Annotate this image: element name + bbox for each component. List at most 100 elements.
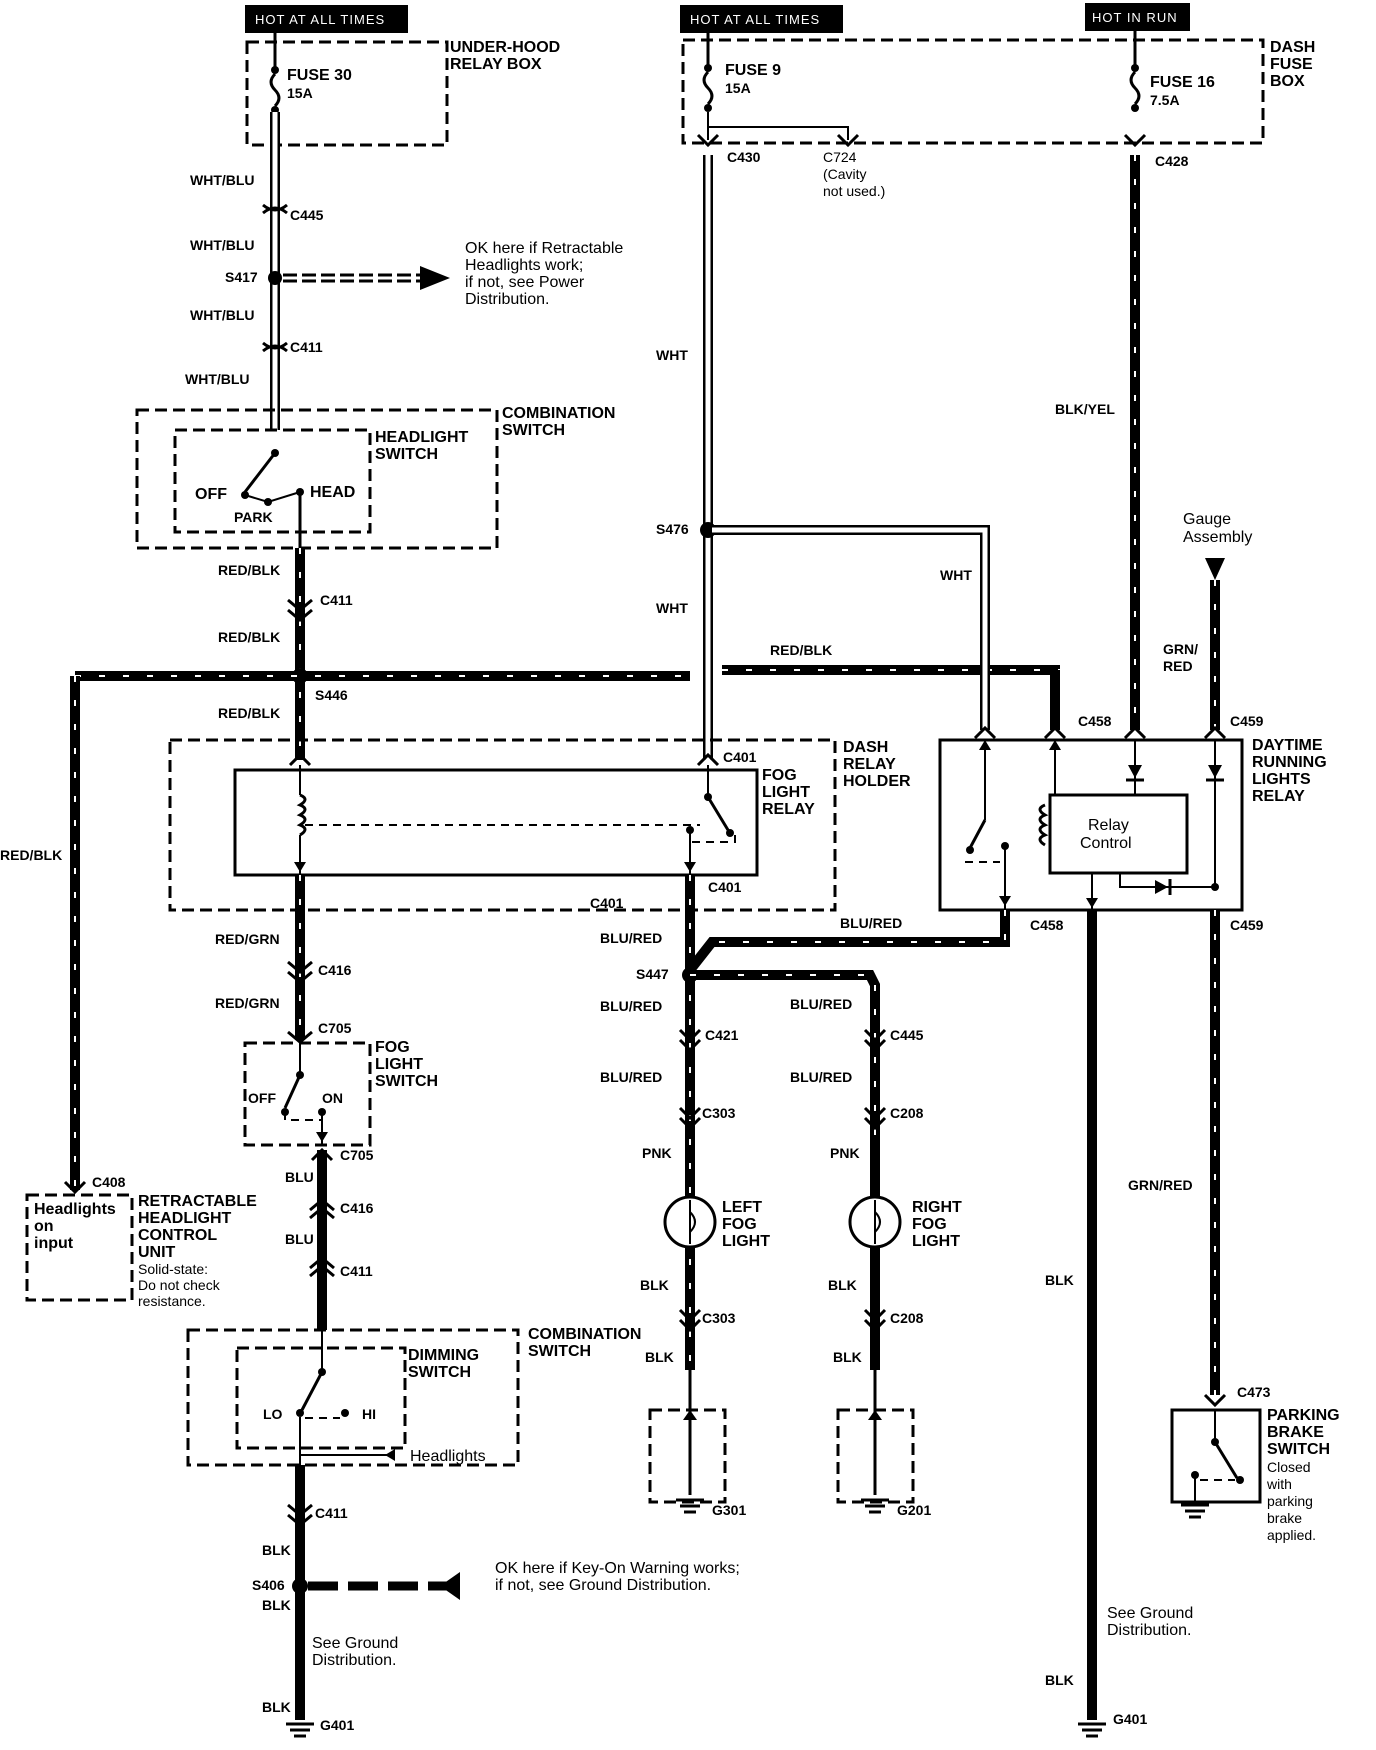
wire-label-blk-l2: BLK: [645, 1349, 674, 1365]
connector-c445b: C445: [890, 1027, 924, 1043]
retract-unit-2: HEADLIGHT: [138, 1210, 232, 1227]
retract-unit-4: UNIT: [138, 1244, 176, 1261]
fog-switch-on: ON: [322, 1090, 343, 1106]
connector-c411a-icon: [262, 341, 288, 353]
retractable-unit-box: [25, 1193, 134, 1302]
connector-c208a: C208: [890, 1105, 924, 1121]
connector-c401b: C401: [708, 879, 742, 895]
connector-c303b: C303: [702, 1310, 736, 1326]
switch-pos-head: HEAD: [310, 484, 355, 501]
svg-text:HOT IN RUN: HOT IN RUN: [1092, 10, 1178, 25]
left-fog-3: LIGHT: [722, 1233, 770, 1250]
switch-pos-off: OFF: [195, 486, 227, 503]
fuse-16-amp: 7.5A: [1150, 92, 1180, 108]
fog-light-switch-label-3: SWITCH: [375, 1073, 438, 1090]
wire-label-blu-1: BLU: [285, 1169, 314, 1185]
fuse-9-icon: [702, 70, 714, 106]
wire-label-wht-2: WHT: [656, 600, 688, 616]
connector-c416a: C416: [318, 962, 352, 978]
parking-brake-label-5: with: [1266, 1476, 1292, 1492]
connector-c411b: C411: [320, 592, 353, 608]
connector-c459b: C459: [1230, 917, 1264, 933]
connector-c445a-icon: [262, 203, 288, 215]
parking-brake-label-3: SWITCH: [1267, 1441, 1330, 1458]
splice-s446: S446: [315, 687, 348, 703]
fuse-16-label: FUSE 16: [1150, 74, 1215, 91]
wire-label-red-blk-3: RED/BLK: [218, 705, 280, 721]
arrow-left-icon: [440, 1572, 460, 1600]
splice-s447: S447: [636, 966, 669, 982]
fog-light-switch-label-1: FOG: [375, 1039, 410, 1056]
parking-brake-label-6: parking: [1267, 1493, 1313, 1509]
gauge-assembly-1: Gauge: [1183, 511, 1231, 528]
headlight-switch-label-2: SWITCH: [375, 446, 438, 463]
gauge-assembly-2: Assembly: [1183, 529, 1252, 546]
wire-label-red-blk-2: RED/BLK: [218, 629, 280, 645]
wire-label-pnk-2: PNK: [830, 1145, 860, 1161]
fuse-30-amp: 15A: [287, 85, 313, 101]
connector-c421: C421: [705, 1027, 739, 1043]
ground-g401b-icon: [1078, 1722, 1106, 1738]
fog-light-relay-label-2: LIGHT: [762, 784, 810, 801]
ground-g401a-icon: [286, 1722, 314, 1738]
see-ground-1: See Ground: [312, 1635, 398, 1652]
retract-note-1: Solid-state:: [138, 1261, 208, 1277]
connector-c459a: C459: [1230, 713, 1264, 729]
parking-brake-label-1: PARKING: [1267, 1407, 1340, 1424]
wire-label-wht-1: WHT: [656, 347, 688, 363]
note-ok-keyon-2: if not, see Ground Distribution.: [495, 1577, 711, 1594]
parking-brake-label-4: Closed: [1267, 1459, 1311, 1475]
headlight-switch-label-1: HEADLIGHT: [375, 429, 469, 446]
note-ok-keyon-1: OK here if Key-On Warning works;: [495, 1560, 740, 1577]
fuse-9-label: FUSE 9: [725, 62, 781, 79]
connector-c411c: C411: [340, 1263, 373, 1279]
fog-light-switch-label-2: LIGHT: [375, 1056, 423, 1073]
dimming-switch-lo: LO: [263, 1406, 283, 1422]
left-fog-1: LEFT: [722, 1199, 762, 1216]
combination-switch-bottom: [186, 1328, 520, 1467]
wire-label-blk-1: BLK: [262, 1542, 291, 1558]
wire-label-grn-red-1: GRN/: [1163, 641, 1198, 657]
wire-label-red-blk-1: RED/BLK: [218, 562, 280, 578]
splice-s476: S476: [656, 521, 689, 537]
headlights-on-1: Headlights: [34, 1201, 116, 1218]
parking-brake-label-7: brake: [1267, 1510, 1302, 1526]
wire-label-blu-red-4: BLU/RED: [790, 996, 852, 1012]
headlights-on-3: input: [34, 1235, 74, 1252]
ground-g201: G201: [897, 1502, 931, 1518]
connector-c428: C428: [1155, 153, 1189, 169]
gauge-arrow-icon: [1205, 558, 1225, 580]
connector-c401b: C401: [590, 895, 624, 911]
header-hot-at-all-times-1: HOT AT ALL TIMES: [245, 5, 408, 33]
parking-brake-label-8: applied.: [1267, 1527, 1316, 1543]
connector-c408: C408: [92, 1174, 126, 1190]
wire-label-wht-blu-2: WHT/BLU: [190, 237, 255, 253]
drl-relay-label-1: DAYTIME: [1252, 737, 1323, 754]
wire-label-wht-3: WHT: [940, 567, 972, 583]
wire-label-red-blk-left: RED/BLK: [0, 847, 62, 863]
connector-c208b: C208: [890, 1310, 924, 1326]
combination-switch-b-label-1: COMBINATION: [528, 1326, 641, 1343]
svg-text:HOT AT ALL TIMES: HOT AT ALL TIMES: [255, 12, 385, 27]
wire-label-blu-red-2: BLU/RED: [600, 930, 662, 946]
retract-note-3: resistance.: [138, 1293, 206, 1309]
splice-s406-icon: [292, 1578, 308, 1594]
fog-relay-contact-icon: [706, 796, 730, 831]
connector-c445a: C445: [290, 207, 324, 223]
fuse-30-label: FUSE 30: [287, 67, 352, 84]
connector-c303a: C303: [702, 1105, 736, 1121]
retract-note-2: Do not check: [138, 1277, 221, 1293]
relay-control: [1048, 793, 1189, 875]
right-fog-3: LIGHT: [912, 1233, 960, 1250]
dimming-switch-label-1: DIMMING: [408, 1347, 479, 1364]
connector-c705a: C705: [318, 1020, 352, 1036]
dash-relay-holder-label-1: DASH: [843, 739, 888, 756]
connector-c473: C473: [1237, 1384, 1271, 1400]
wire-label-red-grn-2: RED/GRN: [215, 995, 280, 1011]
dash-fuse-box: [681, 38, 1265, 145]
connector-c411d: C411: [315, 1505, 348, 1521]
wire-label-blu-red-1: BLU/RED: [840, 915, 902, 931]
dash-fuse-box-label-1: DASH: [1270, 39, 1315, 56]
dash-fuse-box-label-2: FUSE: [1270, 56, 1313, 73]
wire-label-grn-red-2: RED: [1163, 658, 1193, 674]
